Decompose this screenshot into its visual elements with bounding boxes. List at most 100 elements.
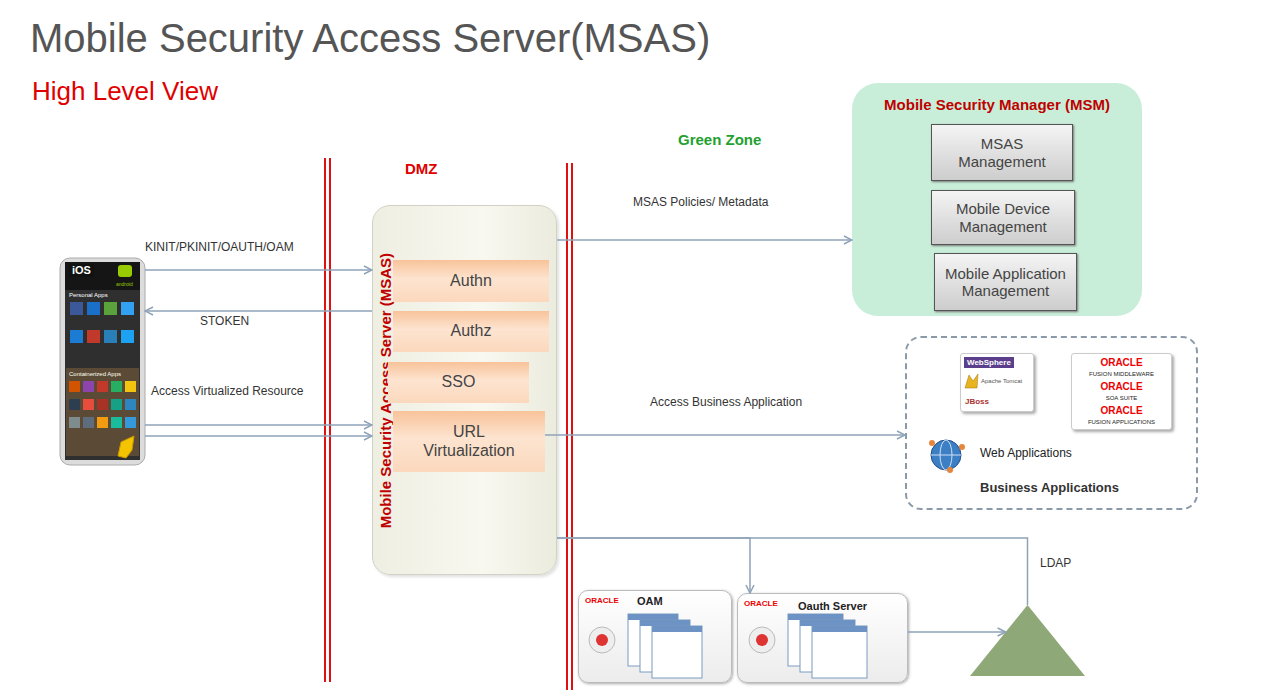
node-text: JBoss: [965, 397, 989, 406]
node-text: LDAP: [1040, 557, 1071, 571]
node-text: SSO: [442, 373, 476, 391]
app-icon: [83, 381, 94, 392]
server-icon: [749, 627, 775, 653]
edge-label: Access Business Application: [650, 395, 802, 409]
app-icon: [125, 417, 136, 428]
node-text: ORACLE: [1100, 381, 1142, 393]
module-box: MSAS Management: [931, 124, 1073, 181]
node-text: WebSphere: [964, 357, 1014, 368]
network-dot: [947, 467, 953, 473]
globe-icon: [929, 440, 965, 473]
document-icon: [788, 614, 843, 666]
node-text: Business Applications: [980, 481, 1119, 496]
document-icon: [812, 626, 867, 678]
function-box: Authz: [393, 311, 549, 352]
node-text: FUSION MIDDLEWARE: [1089, 371, 1154, 378]
server-box: ORACLE OAM: [578, 590, 732, 683]
document-header: [800, 620, 855, 626]
function-box: SSO: [388, 362, 529, 403]
zone-label: DMZ: [405, 160, 438, 177]
node-text: Web Applications: [980, 447, 1072, 461]
triangle-outline: [970, 605, 1085, 676]
node-text: ORACLE: [744, 599, 778, 608]
zone-divider-line: [324, 158, 326, 682]
oauth-art: [749, 614, 867, 678]
node-text: ORACLE: [1100, 405, 1142, 417]
connector-arrow: [908, 631, 1006, 633]
app-icon: [104, 302, 117, 315]
node-text: ORACLE: [585, 596, 619, 605]
app-icon: [83, 399, 94, 410]
phone-frame: [60, 258, 145, 465]
network-dot: [929, 440, 935, 446]
oam-art: [589, 614, 702, 678]
edge-label: KINIT/PKINIT/OAUTH/OAM: [145, 240, 294, 254]
server-box: ORACLE Oauth Server: [737, 593, 908, 683]
app-icon: [111, 417, 122, 428]
app-icon: [111, 381, 122, 392]
app-icon: [111, 399, 122, 410]
app-icon: [121, 302, 134, 315]
node-text: Mobile Security Manager (MSM): [852, 96, 1142, 113]
document-header: [652, 626, 702, 632]
diagram-title: Mobile Security Access Server(MSAS): [30, 18, 710, 58]
zone-label: Green Zone: [678, 131, 761, 148]
app-icon: [70, 330, 83, 343]
connector-arrow: [145, 435, 372, 437]
app-icon: [97, 417, 108, 428]
module-box: Mobile Device Management: [931, 190, 1075, 245]
document-icon: [628, 614, 678, 666]
node-text: Authz: [451, 322, 492, 340]
node-text: Mobile Device Management: [936, 200, 1070, 235]
globe-equator: [931, 455, 961, 456]
app-icon: [87, 330, 100, 343]
app-icon: [125, 381, 136, 392]
zone-divider: [325, 158, 572, 690]
app-icon: [87, 302, 100, 315]
app-icon: [83, 417, 94, 428]
globe-meridian: [940, 440, 952, 470]
app-icon: [97, 381, 108, 392]
node-text: OAM: [637, 595, 663, 608]
document-header: [788, 614, 843, 620]
connector-arrow: [145, 310, 372, 312]
zone-divider-line: [571, 163, 573, 690]
mobile-device: iOSandroidPersonal AppsContainerized App…: [60, 258, 145, 465]
manager-panel: Mobile Security Manager (MSM) MSAS Manage…: [852, 83, 1142, 316]
node-text: iOS: [69, 264, 94, 277]
server-icon-core: [596, 634, 608, 646]
node-text: Apache Tomcat: [981, 378, 1022, 385]
module-box: Mobile Application Management: [934, 253, 1077, 311]
node-text: MSAS Management: [936, 135, 1068, 170]
server-box: Mobile Security Access Server (MSAS)Auth…: [372, 205, 557, 575]
app-icon: [69, 381, 80, 392]
logo-box: ORACLEFUSION MIDDLEWAREORACLESOA SUITEOR…: [1071, 353, 1172, 430]
node-text: Authn: [450, 272, 492, 290]
phone-screen: [65, 262, 140, 460]
server-icon: [589, 627, 615, 653]
app-icon: [97, 399, 108, 410]
document-header: [812, 626, 867, 632]
android-logo: [118, 265, 132, 277]
node-text: Mobile Application Management: [939, 265, 1072, 300]
function-box: Authn: [393, 260, 549, 302]
phone-illustration: [60, 258, 145, 465]
connector-arrow: [557, 239, 852, 241]
edge-label: STOKEN: [200, 314, 249, 328]
document-icon: [800, 620, 855, 672]
app-group: Web ApplicationsBusiness Applications Web…: [905, 336, 1198, 510]
document-header: [628, 614, 678, 620]
tomcat-logo: [965, 374, 978, 388]
app-icon: [125, 399, 136, 410]
app-icon: [69, 399, 80, 410]
app-icon: [104, 330, 117, 343]
document-icon: [652, 626, 702, 678]
zone-divider-line: [566, 163, 568, 690]
node-text: Oauth Server: [798, 600, 867, 613]
node-text: android: [116, 282, 133, 288]
connector-arrow: [145, 424, 372, 426]
phone-top-band: [65, 262, 140, 290]
function-box: URL Virtualization: [393, 411, 545, 472]
